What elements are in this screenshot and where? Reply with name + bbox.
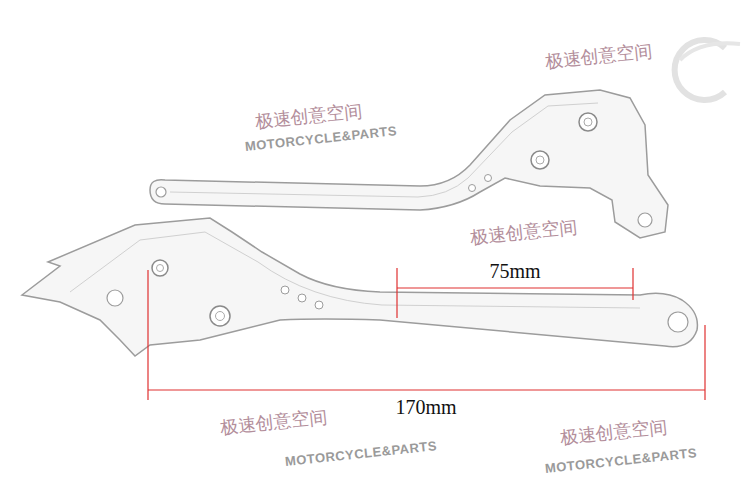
lever-outline [22, 218, 697, 356]
dimension-label: 170mm [395, 396, 456, 418]
lever-hole [485, 175, 492, 182]
lever-hole [469, 185, 476, 192]
lever-hole [315, 301, 323, 309]
extension-line [396, 268, 397, 318]
adjuster-bolt [157, 265, 164, 272]
pivot-bolt [210, 306, 230, 326]
dimension-line [397, 287, 633, 288]
adjuster-bolt [584, 118, 592, 126]
watermark-text: 极速创意空间 [469, 217, 578, 248]
watermark-text: 极速创意空间 [559, 417, 668, 448]
extension-line [704, 325, 705, 400]
lever-hole [668, 312, 688, 332]
lever-highlight [70, 232, 640, 308]
lever-highlight [170, 103, 598, 197]
lower-lever [22, 218, 697, 356]
lever-outline [150, 90, 668, 238]
dimension-line [148, 389, 705, 390]
extension-line [632, 268, 633, 300]
lever-hole [298, 294, 306, 302]
watermark-text: MOTORCYCLE&PARTS [544, 446, 697, 476]
upper-lever [150, 90, 668, 238]
extension-line [147, 270, 148, 400]
watermark-text: 极速创意空间 [544, 41, 653, 72]
watermark-text: MOTORCYCLE&PARTS [284, 439, 437, 469]
watermark-logo [680, 43, 740, 60]
pivot-bolt [531, 151, 549, 169]
lever-hole [107, 290, 123, 306]
lever-hole [638, 213, 652, 227]
adjuster-bolt [579, 113, 597, 131]
dimension-label: 75mm [489, 260, 540, 282]
adjuster-bolt [152, 260, 168, 276]
pivot-bolt [216, 312, 225, 321]
watermark-text: 极速创意空间 [219, 407, 328, 438]
lever-hole [281, 286, 289, 294]
lever-hole [156, 187, 166, 197]
dimension-lines [148, 268, 705, 400]
pivot-bolt [536, 156, 544, 164]
watermark-text: 极速创意空间 [254, 101, 363, 132]
